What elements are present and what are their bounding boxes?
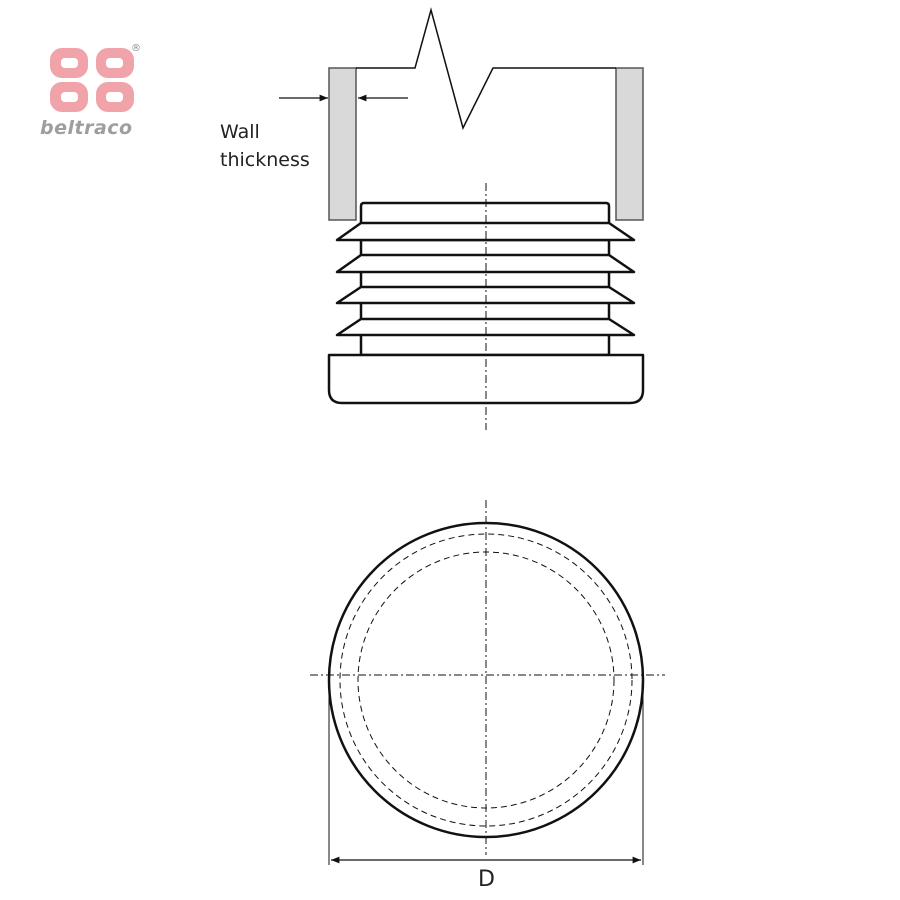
dashed-circle-outer xyxy=(339,533,633,827)
wall-right xyxy=(615,67,644,221)
break-line xyxy=(356,7,616,131)
beltraco-logo: ® xyxy=(50,43,141,112)
wall-left xyxy=(328,67,357,221)
tube-wall xyxy=(328,7,644,221)
plug-side-view xyxy=(327,201,645,405)
plug-top-view xyxy=(310,500,665,865)
diameter-label: D xyxy=(478,867,495,892)
svg-text:®: ® xyxy=(131,43,141,54)
logo-text: beltraco xyxy=(40,117,133,139)
wall-thickness-label-line1: Wall xyxy=(220,121,260,143)
wall-thickness-label-line2: thickness xyxy=(220,149,310,171)
